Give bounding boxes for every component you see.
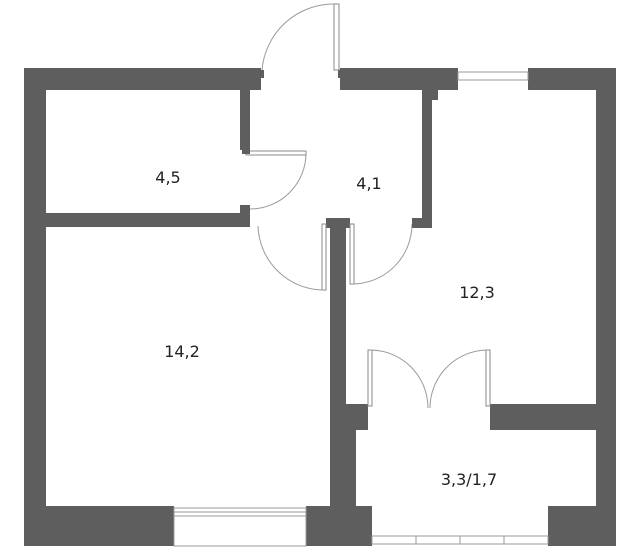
- door-swing-left-room: [257, 225, 325, 291]
- balcony-door: [367, 349, 491, 409]
- room-area-left-room: 14,2: [164, 342, 200, 361]
- window-top: [457, 71, 529, 81]
- door-leaf-balcony-left: [367, 349, 373, 407]
- room-area-balcony: 3,3/1,7: [441, 470, 497, 489]
- door-swing-balcony-left: [369, 349, 429, 409]
- wall-balcony-right: [490, 404, 596, 430]
- interior-walls: [46, 90, 596, 506]
- wall-bottom-middle: [306, 506, 372, 546]
- room-area-right-room: 12,3: [459, 283, 495, 302]
- door-jamb-storage-top: [242, 148, 250, 154]
- wall-top-right-b: [528, 68, 616, 90]
- storage-door: [242, 148, 307, 213]
- left-room-door: [257, 223, 327, 291]
- door-swing-storage: [249, 152, 307, 210]
- wall-central: [330, 218, 346, 506]
- window-left-room-sill: [173, 515, 307, 547]
- door-swing-entrance: [261, 3, 335, 71]
- door-leaf-left-room: [321, 223, 327, 291]
- right-room-door: [349, 218, 426, 285]
- wall-hall-right-top: [422, 90, 438, 100]
- wall-left: [24, 68, 46, 506]
- wall-balcony-left: [346, 404, 368, 430]
- room-area-hall: 4,1: [356, 174, 381, 193]
- wall-bottom-right: [548, 506, 616, 546]
- wall-balcony-side: [346, 430, 356, 506]
- door-swing-balcony-right: [429, 349, 489, 409]
- door-swing-right-room: [351, 223, 413, 285]
- wall-central-cap: [326, 218, 350, 228]
- door-jamb-storage-bottom: [242, 207, 250, 213]
- wall-storage-bottom: [46, 213, 248, 227]
- wall-hall-right: [422, 90, 432, 228]
- door-leaf-balcony-right: [485, 349, 491, 407]
- wall-top-left: [24, 68, 261, 90]
- wall-storage-right-upper: [240, 90, 250, 150]
- door-leaf-storage: [245, 150, 307, 156]
- door-leaf-right-room: [349, 223, 355, 285]
- door-leaf-entrance: [333, 3, 340, 71]
- entrance-door: [258, 3, 344, 78]
- wall-top-right-a: [340, 68, 458, 90]
- wall-storage-right-lower: [240, 205, 250, 227]
- door-jamb-entrance-left: [258, 70, 264, 78]
- wall-bottom-left: [24, 506, 174, 546]
- door-jamb-right-room: [412, 218, 426, 228]
- wall-right: [596, 68, 616, 412]
- door-jamb-entrance-right: [338, 70, 344, 78]
- outer-walls: [24, 68, 616, 546]
- bottom-windows: [173, 507, 549, 547]
- room-area-storage: 4,5: [155, 168, 180, 187]
